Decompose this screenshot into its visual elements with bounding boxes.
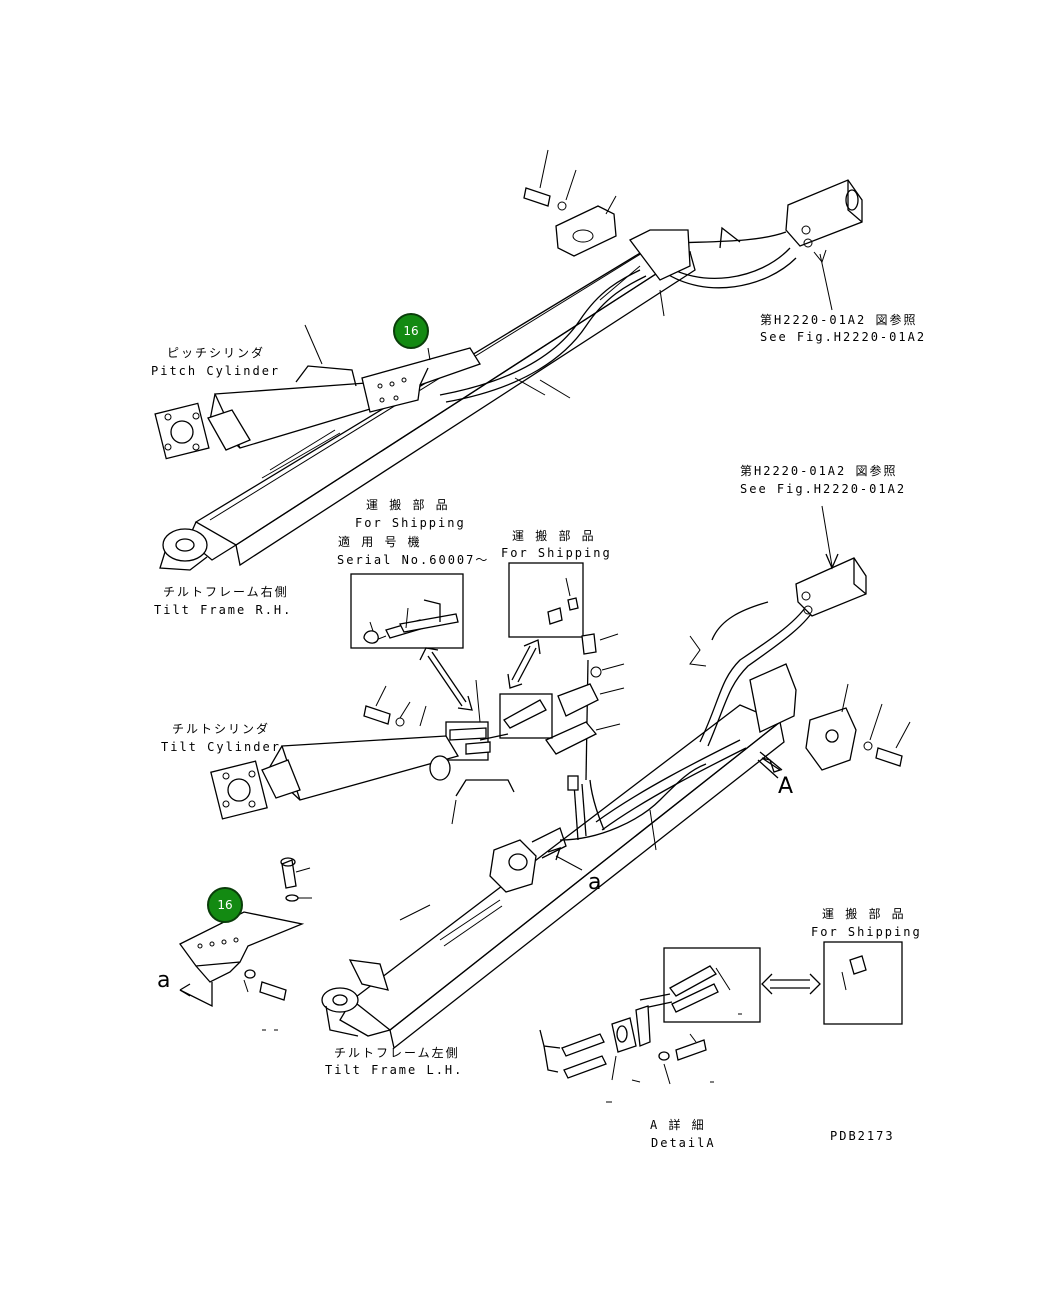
bottom-left-bracket (179, 857, 312, 1031)
tilt-frame-lh-jp: チルトフレーム左側 (334, 1046, 460, 1060)
shipping1-en: For Shipping (355, 516, 466, 530)
tilt-frame-rh-jp: チルトフレーム右側 (163, 585, 289, 599)
see-fig-top-jp: 第H2220-01A2 図参照 (760, 313, 918, 327)
tilt-frame-rh-assembly (154, 149, 863, 571)
see-fig-mid-en: See Fig.H2220-01A2 (740, 482, 907, 496)
pitch-cylinder-jp: ピッチシリンダ (167, 346, 266, 360)
label-a-center: a (588, 870, 602, 895)
tilt-frame-rh-en: Tilt Frame R.H. (154, 603, 293, 617)
tilt-frame-lh-en: Tilt Frame L.H. (325, 1063, 464, 1077)
swap-arrows (419, 639, 821, 995)
shipping-box-serial (350, 573, 464, 649)
serial-jp: 適 用 号 機 (338, 535, 422, 549)
tilt-cylinder-en: Tilt Cylinder (161, 740, 281, 754)
shipping-box-2 (508, 562, 584, 638)
shipping3-jp: 運 搬 部 品 (822, 907, 906, 921)
label-a-left: a (157, 968, 171, 993)
see-fig-top-en: See Fig.H2220-01A2 (760, 330, 927, 344)
detail-a-en: DetailA (651, 1136, 716, 1150)
tilt-cylinder-jp: チルトシリンダ (172, 722, 271, 736)
detail-a (539, 941, 903, 1103)
shipping1-jp: 運 搬 部 品 (366, 498, 450, 512)
shipping3-en: For Shipping (811, 925, 922, 939)
tilt-frame-lh-assembly (210, 505, 911, 1050)
see-fig-mid-jp: 第H2220-01A2 図参照 (740, 464, 898, 478)
label-A: A (778, 774, 794, 799)
callout-16-bottom[interactable]: 16 (207, 887, 243, 923)
drawing-number: PDB2173 (830, 1129, 895, 1143)
callout-16-top[interactable]: 16 (393, 313, 429, 349)
detail-a-jp: A 詳 細 (650, 1118, 706, 1132)
serial-en: Serial No.60007～ (337, 553, 490, 567)
shipping2-jp: 運 搬 部 品 (512, 529, 596, 543)
shipping2-en: For Shipping (501, 546, 612, 560)
pitch-cylinder-en: Pitch Cylinder (151, 364, 281, 378)
